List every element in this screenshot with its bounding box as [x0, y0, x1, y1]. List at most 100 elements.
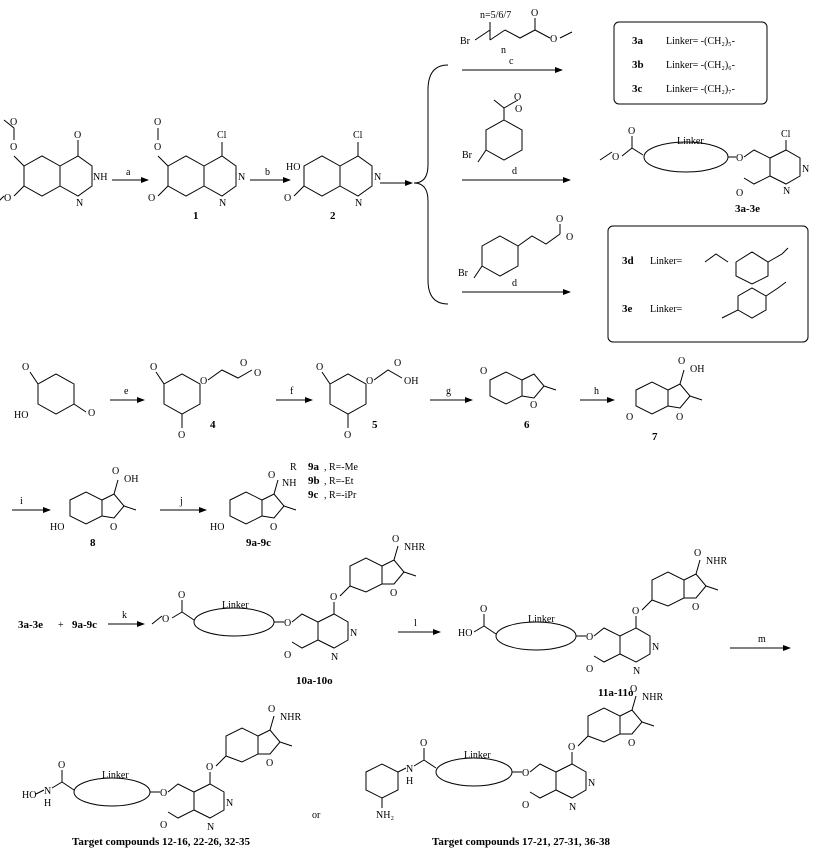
compound-8-structure: O OH O HO: [50, 466, 138, 533]
atom-label: O: [160, 820, 167, 831]
atom-label: O: [556, 214, 563, 225]
compound-label: 9a-9c: [246, 537, 271, 549]
compound-5-structure: O O O OH O: [316, 358, 418, 441]
compound-label: 2: [330, 210, 336, 222]
atom-label: N: [219, 198, 226, 209]
atom-label: O: [736, 153, 743, 164]
atom-label: O: [148, 193, 155, 204]
linker-ellipse: [193, 607, 275, 637]
linker-box-1: [613, 21, 768, 105]
atom-label: O: [266, 758, 273, 769]
atom-label: HO: [14, 410, 28, 421]
atom-label: R: [290, 462, 297, 473]
atom-label: O: [88, 408, 95, 419]
atom-label: N: [207, 822, 214, 833]
condition-label: h: [594, 386, 599, 397]
atom-label: O: [74, 130, 81, 141]
compound-label: 9a-9c: [72, 619, 97, 631]
atom-label: O: [515, 104, 522, 115]
atom-label: O: [154, 142, 161, 153]
linker-label: Linker: [464, 750, 491, 761]
compound-2-structure: HO Cl N N O: [284, 130, 381, 209]
salicylaldehyde-structure: O HO O: [14, 362, 95, 421]
target-label: Target compounds 17-21, 27-31, 36-38: [432, 836, 611, 848]
atom-label: O: [254, 368, 261, 379]
atom-label: N: [226, 798, 233, 809]
compound-label: 8: [90, 537, 96, 549]
atom-label: N: [802, 164, 809, 175]
atom-label: O: [522, 768, 529, 779]
reagent-d-benzyl-ester-structure: O O Br: [462, 92, 523, 163]
atom-label: O: [586, 632, 593, 643]
atom-label: O: [694, 548, 701, 559]
atom-label: O: [630, 684, 637, 695]
atom-label: O: [394, 358, 401, 369]
atom-label: N: [374, 172, 381, 183]
linker-label: Linker: [222, 600, 249, 611]
atom-label: O: [692, 602, 699, 613]
atom-label: O: [612, 152, 619, 163]
atom-label: O: [316, 362, 323, 373]
atom-label: NHR: [706, 556, 727, 567]
series-9-legend: 9a , R=-Me 9b , R=-Et 9c , R=-iPr: [308, 461, 359, 501]
condition-label: a: [126, 167, 131, 178]
atom-label: O: [268, 704, 275, 715]
atom-label: O: [206, 762, 213, 773]
atom-label: O: [270, 522, 277, 533]
atom-label: HO: [458, 628, 472, 639]
compound-label: 7: [652, 431, 658, 443]
series-text: , R=-Et: [324, 476, 354, 487]
atom-label: Br: [462, 150, 473, 161]
box-row-text: Linker=: [650, 256, 683, 267]
compound-label: 3a-3e: [18, 619, 43, 631]
atom-label: HO: [286, 162, 300, 173]
condition-label: g: [446, 386, 451, 397]
atom-label: O: [480, 604, 487, 615]
atom-label: O: [284, 193, 291, 204]
condition-label: j: [179, 496, 183, 507]
linker-label: Linker: [102, 770, 129, 781]
atom-label: O: [632, 606, 639, 617]
atom-label: OH: [404, 376, 418, 387]
atom-label: O: [10, 142, 17, 153]
compound-label: 4: [210, 419, 216, 431]
atom-label: HO: [210, 522, 224, 533]
atom-label: O: [10, 117, 17, 128]
atom-label: O: [531, 8, 538, 19]
branch-brace: [413, 64, 449, 305]
atom-label: O: [678, 356, 685, 367]
or-text: or: [312, 810, 321, 821]
series-id: 9a: [308, 461, 320, 473]
atom-label: N: [588, 778, 595, 789]
atom-label: NHR: [280, 712, 301, 723]
atom-label: O: [514, 92, 521, 103]
atom-label: OH: [690, 364, 704, 375]
condition-label: i: [20, 496, 23, 507]
compound-11-structure: HO O Linker O O N N O O NHR O: [458, 548, 727, 677]
condition-label: m: [758, 634, 766, 645]
atom-label: O: [480, 366, 487, 377]
box-row-id: 3d: [622, 255, 634, 267]
compound-label: 10a-10o: [296, 675, 333, 687]
box-row-text: Linker= -(CH₂)₇-: [666, 84, 735, 95]
condition-label: c: [509, 56, 514, 67]
atom-label: O: [420, 738, 427, 749]
atom-label: NHR: [642, 692, 663, 703]
atom-label: OH: [124, 474, 138, 485]
compound-6-structure: O O: [480, 366, 557, 411]
compound-label: 6: [524, 419, 530, 431]
condition-label: k: [122, 610, 127, 621]
reagent-d-cinnamate-structure: O O Br: [458, 214, 573, 279]
atom-label: O: [566, 232, 573, 243]
series-text: , R=-iPr: [324, 490, 357, 501]
condition-label: l: [414, 618, 417, 629]
atom-label: N: [350, 628, 357, 639]
box-row-id: 3e: [622, 303, 633, 315]
atom-label: O: [628, 738, 635, 749]
benzamide-target-structure: NH₂ N H O Linker O O N N O O NHR O: [365, 684, 663, 821]
condition-label: d: [512, 278, 517, 289]
atom-label: O: [390, 588, 397, 599]
atom-label: N: [238, 172, 245, 183]
box-row-text: Linker=: [650, 304, 683, 315]
